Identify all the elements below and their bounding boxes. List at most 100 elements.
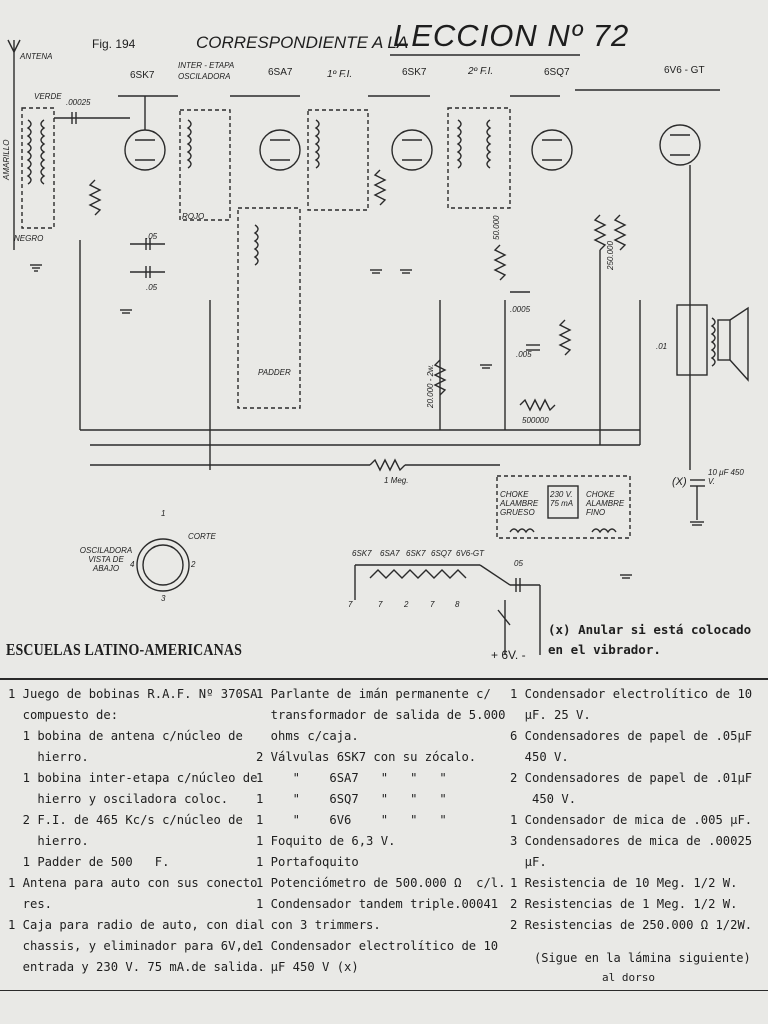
heater-pin-4: 8 [455, 600, 460, 609]
school-name: ESCUELAS LATINO-AMERICANAS [6, 640, 242, 659]
label-r250000: 250.000 [606, 241, 615, 270]
heater-pin-5: 7 [348, 600, 353, 609]
parts-item: 1 Juego de bobinas R.A.F. Nº 370SA [8, 687, 258, 701]
parts-item: 6 Condensadores de papel de .05μF [510, 729, 753, 743]
parts-item: 450 V. [510, 792, 577, 806]
heater-label-2: 6SA7 [380, 549, 400, 558]
tube-label-4: 6SQ7 [544, 67, 570, 78]
tube-label-2: 6SA7 [268, 67, 293, 78]
header-correspondiente: CORRESPONDIENTE A LA [196, 33, 409, 52]
label-rojo: ROJO [182, 212, 205, 221]
tube-label-1: 6SK7 [130, 70, 155, 81]
label-r1meg: 1 Meg. [384, 476, 409, 485]
parts-item: 1 " 6SA7 " " " [256, 771, 447, 785]
label-pin-3: 3 [161, 594, 166, 603]
parts-item: μF. [510, 855, 547, 869]
parts-item: μF. 25 V. [510, 708, 591, 722]
parts-column-3: 1 Condensador electrolítico de 10 μF. 25… [510, 684, 766, 936]
parts-item: 1 Foquito de 6,3 V. [256, 834, 396, 848]
continued-back-note: al dorso [602, 971, 655, 984]
if-label-2: 2º F.I. [468, 66, 494, 77]
label-c005: .005 [516, 350, 532, 359]
parts-item: 2 Resistencias de 250.000 Ω 1/2W. [510, 918, 753, 932]
label-r20000: 20.000 - 2w. [426, 364, 435, 408]
parts-item: 450 V. [510, 750, 569, 764]
parts-item: 1 Potenciómetro de 500.000 Ω c/l. [256, 876, 506, 890]
label-x: (X) [672, 476, 687, 488]
label-verde: VERDE [34, 92, 62, 101]
figure-number: Fig. 194 [92, 37, 136, 51]
heater-pin-1: 7 [378, 600, 383, 609]
parts-item: 1 Caja para radio de auto, con dial [8, 918, 265, 932]
heater-pin-3: 7 [430, 600, 435, 609]
parts-item: 1 Condensador electrolítico de 10 [510, 687, 753, 701]
bottom-divider [0, 990, 768, 991]
heater-pin-2: 2 [404, 600, 409, 609]
parts-item: μF 450 V (x) [256, 960, 359, 974]
label-padder: PADDER [258, 368, 291, 377]
parts-item: hierro. [8, 834, 89, 848]
parts-item: chassis, y eliminador para 6V,de [8, 939, 258, 953]
parts-item: hierro. [8, 750, 89, 764]
parts-item: 3 Condensadores de mica de .00025 [510, 834, 753, 848]
parts-item: 1 Condensador tandem triple.00041 [256, 897, 499, 911]
parts-item: 1 Parlante de imán permanente c/ [256, 687, 491, 701]
label-cap10: 10 μF 450 V. [708, 468, 744, 486]
label-r500000: 500000 [522, 416, 549, 425]
parts-item: 1 bobina de antena c/núcleo de [8, 729, 243, 743]
parts-item: 2 Válvulas 6SK7 con su zócalo. [256, 750, 477, 764]
if-label-1: 1º F.I. [327, 69, 353, 80]
label-choke-1: CHOKE ALAMBRE GRUESO [500, 490, 539, 517]
label-amarillo: AMARILLO [2, 139, 11, 180]
label-c05a: .05 [146, 232, 158, 241]
label-corte: CORTE [188, 532, 216, 541]
heater-label-5: 6V6-GT [456, 549, 485, 558]
parts-item: entrada y 230 V. 75 mA.de salida. [8, 960, 265, 974]
continued-note: (Sigue en la lámina siguiente) [534, 951, 751, 965]
parts-item: 1 Condensador electrolítico de 10 [256, 939, 499, 953]
label-negro: NEGRO [14, 234, 44, 243]
label-c05b: .05 [146, 283, 158, 292]
label-c05-supply: 05 [514, 559, 523, 568]
label-c00025: .00025 [66, 98, 91, 107]
parts-item: 2 Condensadores de papel de .01μF [510, 771, 753, 785]
parts-list: 1 Juego de bobinas R.A.F. Nº 370SA compu… [0, 684, 768, 984]
heater-label-1: 6SK7 [352, 549, 372, 558]
label-osciladora: OSCILADORA [178, 72, 231, 81]
parts-item: transformador de salida de 5.000 [256, 708, 506, 722]
parts-column-1: 1 Juego de bobinas R.A.F. Nº 370SA compu… [8, 684, 265, 978]
parts-item: 1 Condensador de mica de .005 μF. [510, 813, 753, 827]
label-pin-1: 1 [161, 509, 166, 518]
parts-item: 2 Resistencias de 1 Meg. 1/2 W. [510, 897, 738, 911]
label-pin-4: 4 [130, 560, 135, 569]
parts-item: 1 Antena para auto con sus conecto [8, 876, 258, 890]
parts-column-2: 1 Parlante de imán permanente c/ transfo… [256, 684, 510, 978]
label-osc-view: OSCILADORA VISTA DE ABAJO [79, 546, 133, 573]
label-antena: ANTENA [20, 52, 53, 61]
label-inter-etapa: INTER - ETAPA [178, 61, 235, 70]
vibrator-note: (x) Anular si está colocado en el vibrad… [548, 622, 752, 657]
parts-item: 1 " 6SQ7 " " " [256, 792, 447, 806]
label-c0005: .0005 [510, 305, 531, 314]
parts-item: 1 Padder de 500 F. [8, 855, 170, 869]
parts-item: res. [8, 897, 53, 911]
section-divider [0, 678, 768, 680]
label-230v: 230 V. 75 mA [550, 490, 574, 508]
parts-item: 1 bobina inter-etapa c/núcleo de [8, 771, 258, 785]
parts-item: 1 " 6V6 " " " [256, 813, 447, 827]
parts-item: con 3 trimmers. [256, 918, 381, 932]
parts-item: 2 F.I. de 465 Kc/s c/núcleo de [8, 813, 243, 827]
lesson-title: LECCION Nº 72 [393, 18, 630, 53]
label-6v-supply: + 6V. - [491, 648, 526, 662]
heater-label-3: 6SK7 [406, 549, 426, 558]
tube-label-3: 6SK7 [402, 67, 427, 78]
tube-label-5: 6V6 - GT [664, 65, 705, 76]
label-r50000: 50.000 [492, 215, 501, 240]
parts-item: ohms c/caja. [256, 729, 359, 743]
heater-label-4: 6SQ7 [431, 549, 452, 558]
parts-item: 1 Resistencia de 10 Meg. 1/2 W. [510, 876, 738, 890]
parts-item: hierro y osciladora coloc. [8, 792, 229, 806]
label-pin-2: 2 [191, 560, 196, 569]
radio-schematic [7, 39, 749, 655]
